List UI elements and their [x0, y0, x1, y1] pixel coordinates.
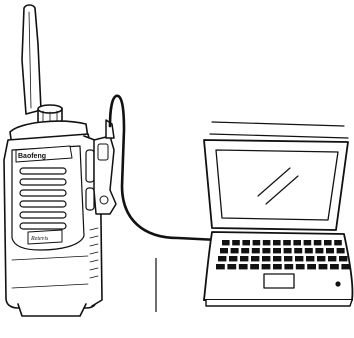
- keyboard-key: [222, 240, 230, 245]
- keyboard-key: [326, 248, 334, 253]
- laptop-touchpad: [264, 274, 294, 288]
- keyboard-key: [306, 256, 314, 261]
- antenna: [22, 5, 41, 114]
- keyboard-key: [240, 256, 248, 261]
- keyboard-key: [251, 256, 259, 261]
- laptop-screen: [216, 150, 338, 220]
- keyboard-key: [294, 248, 302, 253]
- laptop-power-led: [335, 281, 340, 286]
- keyboard-key: [218, 256, 226, 261]
- cable-plug: [94, 120, 116, 214]
- keyboard-key: [242, 240, 250, 245]
- keyboard-key: [317, 256, 325, 261]
- keyboard-key: [339, 256, 347, 261]
- keyboard-key: [231, 248, 239, 253]
- keyboard-key: [341, 264, 350, 269]
- keyboard-key: [319, 264, 328, 269]
- keyboard-key: [295, 256, 303, 261]
- keyboard-key: [284, 256, 292, 261]
- keyboard-key: [220, 248, 228, 253]
- ptt-buttons: [86, 150, 94, 210]
- keyboard-key: [250, 264, 259, 269]
- radio-brand-text: Baofeng: [18, 153, 46, 160]
- keyboard-key: [328, 256, 336, 261]
- keyboard-key: [263, 240, 271, 245]
- keyboard-key: [273, 256, 281, 261]
- keyboard-key: [284, 248, 292, 253]
- laptop: [204, 122, 353, 306]
- keyboard-key: [239, 264, 248, 269]
- keyboard-key: [252, 248, 260, 253]
- keyboard-key: [262, 248, 270, 253]
- keyboard-key: [273, 248, 281, 253]
- keyboard-key: [304, 240, 312, 245]
- radio-bottom: [18, 304, 86, 316]
- keyboard-key: [283, 240, 291, 245]
- keyboard-key: [324, 240, 332, 245]
- keyboard-key: [307, 264, 316, 269]
- keyboard-key: [262, 264, 271, 269]
- keyboard-key: [229, 256, 237, 261]
- keyboard-key: [284, 264, 293, 269]
- keyboard-key: [305, 248, 313, 253]
- keyboard-key: [315, 248, 323, 253]
- keyboard-key: [314, 240, 322, 245]
- keyboard-key: [241, 248, 249, 253]
- keyboard-key: [337, 248, 345, 253]
- keyboard-key: [273, 264, 282, 269]
- keyboard-key: [296, 264, 305, 269]
- keyboard-key: [330, 264, 339, 269]
- keyboard-key: [293, 240, 301, 245]
- keyboard-key: [262, 256, 270, 261]
- keyboard-key: [253, 240, 261, 245]
- radio-model-text: Retevis: [30, 236, 49, 242]
- keyboard-key: [227, 264, 236, 269]
- keyboard-key: [334, 240, 342, 245]
- programming-cable: [110, 96, 218, 240]
- keyboard-key: [232, 240, 240, 245]
- keyboard-key: [273, 240, 281, 245]
- walkie-talkie-radio: [4, 5, 102, 316]
- keyboard-key: [216, 264, 225, 269]
